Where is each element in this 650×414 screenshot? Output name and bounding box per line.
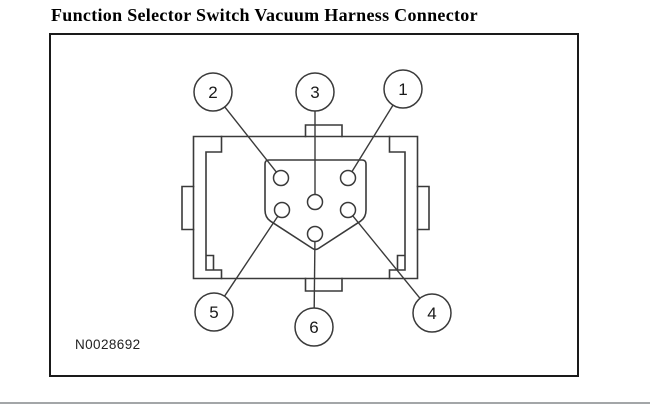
figure-id-label: N0028692 [75,337,141,352]
page-divider [0,402,650,404]
figure-title: Function Selector Switch Vacuum Harness … [51,5,478,25]
figure-frame [49,33,579,377]
